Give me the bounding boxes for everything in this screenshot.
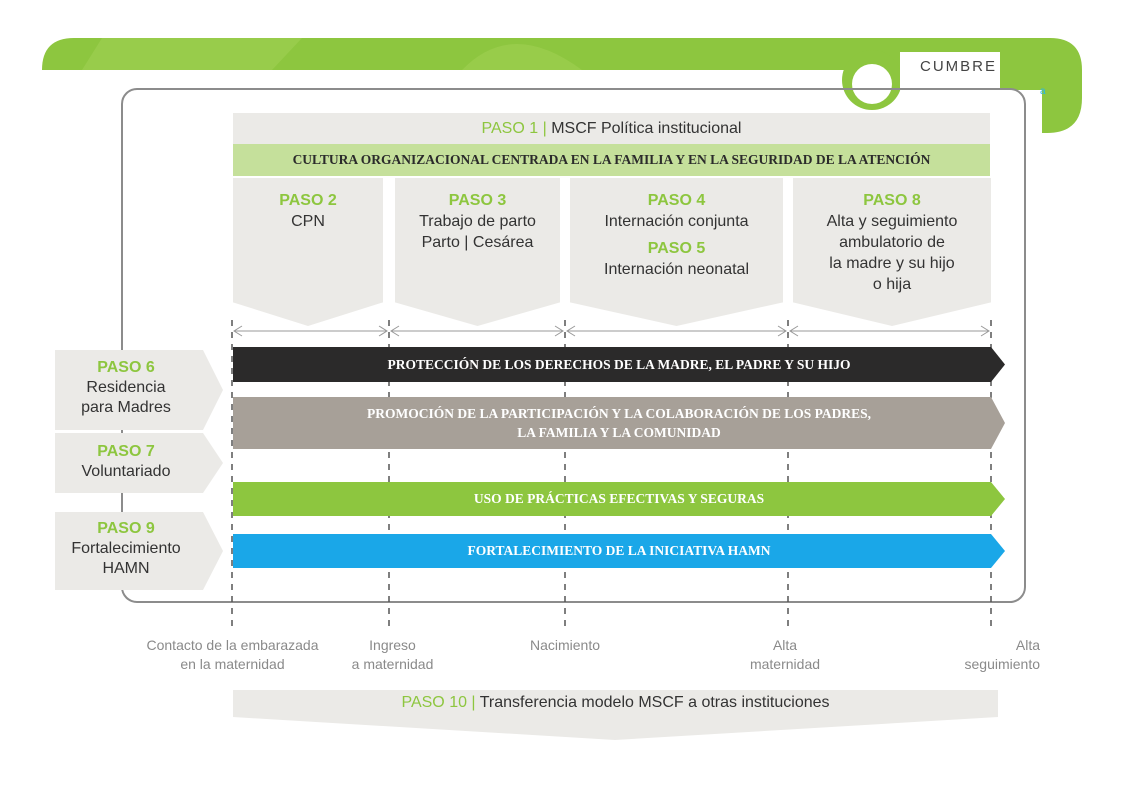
step-text: CPN [291,213,325,230]
timeline-label-alta-maternidad: Alta maternidad [730,636,840,674]
paso10-label: PASO 10 [401,694,467,711]
bar-proteccion: PROTECCIÓN DE LOS DERECHOS DE LA MADRE, … [233,347,1005,382]
step-paso3: PASO 3 Trabajo de parto Parto | Cesárea [395,178,560,326]
logo-text: CUMBRE [920,58,998,75]
bar-text: FORTALECIMIENTO DE LA INICIATIVA HAMN [467,543,771,558]
paso10-arrow [233,690,998,740]
step-label: PASO 8 [863,192,921,209]
bar-text: PROMOCIÓN DE LA PARTICIPACIÓN Y LA COLAB… [366,406,872,421]
chevron-right-icon [197,512,223,590]
timeline-text: en la maternidad [180,656,285,672]
paso10-separator: | [466,694,480,711]
timeline-label-alta-seguimiento: Alta seguimiento [940,636,1041,674]
side-step-label: PASO 7 [97,443,155,460]
timeline-label-ingreso: Ingreso a maternidad [340,636,445,674]
bar-text: USO DE PRÁCTICAS EFECTIVAS Y SEGURAS [473,491,765,506]
step-text: o hija [872,276,912,293]
side-chevrons [197,350,223,590]
timeline-text: maternidad [749,656,821,672]
step-paso8: PASO 8 Alta y seguimiento ambulatorio de… [793,178,991,326]
timeline-text: Alta [1015,637,1040,653]
bar-text: LA FAMILIA Y LA COMUNIDAD [517,425,721,440]
timeline-text: Ingreso [369,637,416,653]
step-paso2: PASO 2 CPN [233,178,383,326]
side-step-paso9: PASO 9 Fortalecimiento HAMN [55,512,197,590]
side-step-label: PASO 6 [97,359,155,376]
cultura-band: CULTURA ORGANIZACIONAL CENTRADA EN LA FA… [233,144,990,176]
timeline-text: Contacto de la embarazada [146,637,319,653]
step-text: la madre y su hijo [829,255,955,272]
step-label: PASO 3 [448,192,507,209]
timeline-label-nacimiento: Nacimiento [510,636,620,655]
chevron-right-icon [197,433,223,493]
paso1-separator: | [538,120,552,137]
timeline-text: Nacimiento [529,637,601,653]
side-step-text: HAMN [102,560,150,577]
paso1-label: PASO 1 [481,120,539,137]
bar-practicas: USO DE PRÁCTICAS EFECTIVAS Y SEGURAS [233,482,1005,516]
side-step-text: para Madres [81,399,171,416]
step-text: Internación conjunta [604,213,749,230]
step-label: PASO 4 [647,192,706,209]
side-step-label: PASO 9 [97,520,155,537]
step-text: Alta y seguimiento [826,213,958,230]
side-step-text: Voluntariado [81,463,171,480]
paso1-header: PASO 1 | MSCF Política institucional [233,113,990,144]
timeline-text: seguimiento [964,656,1041,672]
paso1-text: MSCF Política institucional [551,120,742,137]
step-text: Parto | Cesárea [421,234,534,251]
chevron-right-icon [197,350,223,430]
logo-inner [852,64,892,104]
paso10-header: PASO 10 | Transferencia modelo MSCF a ot… [233,694,998,712]
side-step-paso7: PASO 7 Voluntariado [55,433,197,493]
step-text: Trabajo de parto [419,213,536,230]
timeline-label-contacto: Contacto de la embarazada en la maternid… [125,636,340,674]
side-step-text: Fortalecimiento [71,540,181,557]
timeline-text: Alta [772,637,798,653]
side-step-paso6: PASO 6 Residencia para Madres [55,350,197,430]
paso10-text: Transferencia modelo MSCF a otras instit… [479,694,830,711]
bar-hamn: FORTALECIMIENTO DE LA INICIATIVA HAMN [233,534,1005,568]
step-paso4-5: PASO 4 Internación conjunta PASO 5 Inter… [570,178,783,326]
step-label: PASO 5 [647,240,706,257]
bar-promocion: PROMOCIÓN DE LA PARTICIPACIÓN Y LA COLAB… [233,397,1005,449]
step-text: ambulatorio de [839,234,945,251]
bar-text: PROTECCIÓN DE LOS DERECHOS DE LA MADRE, … [387,357,851,372]
timeline-text: a maternidad [351,656,434,672]
diagram-frame [121,88,1026,603]
step-text: Internación neonatal [604,261,749,278]
side-step-text: Residencia [86,379,166,396]
step-label: PASO 2 [279,192,337,209]
logo-mark: a [1040,86,1046,97]
logo-bg [900,52,1000,108]
